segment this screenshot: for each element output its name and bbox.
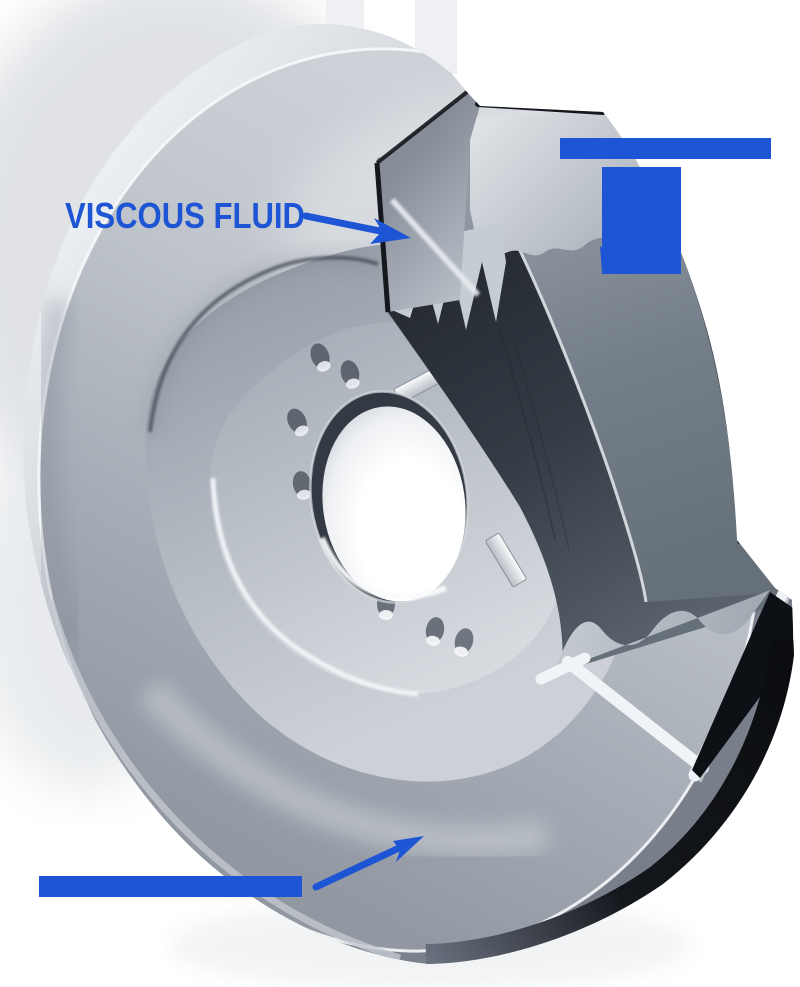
top-right-arrowhead bbox=[600, 246, 617, 272]
channel-shadow bbox=[692, 592, 793, 778]
viscous-fluid-lower bbox=[556, 590, 770, 670]
face-left-shade bbox=[31, 297, 88, 654]
bolt-hole bbox=[425, 617, 445, 646]
redacted-label-top-right-block bbox=[602, 167, 681, 274]
hub-lug bbox=[485, 532, 527, 588]
bore-rim-highlight bbox=[319, 536, 448, 600]
cut-gap-line bbox=[375, 90, 469, 165]
lower-left-rim-edge bbox=[46, 599, 401, 962]
center-bore bbox=[309, 390, 469, 604]
ring-machining-line bbox=[513, 339, 570, 551]
outer-rim-shadow bbox=[425, 637, 795, 965]
ring-machining-line bbox=[499, 329, 556, 541]
face-inner-edge-shadow bbox=[143, 250, 381, 433]
bottom-left-arrow bbox=[312, 836, 424, 891]
annotations: VISCOUS FLUID bbox=[39, 138, 771, 897]
bolt-hole bbox=[310, 343, 331, 372]
bolt-hole bbox=[287, 408, 309, 437]
channel-ledge bbox=[535, 652, 591, 685]
cut-face-highlight bbox=[389, 197, 481, 298]
inertia-ring-edge-highlight bbox=[506, 225, 648, 603]
viscous-fluid-label: VISCOUS FLUID bbox=[65, 195, 305, 236]
bottom-cut-channel bbox=[535, 583, 793, 783]
face-lower-sheen bbox=[138, 679, 548, 857]
redacted-label-top-right-bar bbox=[560, 138, 771, 159]
channel-floor bbox=[562, 656, 709, 774]
inertia-ring bbox=[388, 226, 758, 670]
viscous-fluid-arrow bbox=[302, 212, 411, 244]
redacted-label-bottom-left-bar bbox=[39, 876, 302, 897]
bolt-hole bbox=[292, 471, 312, 500]
hub-flange-edge-highlight bbox=[210, 477, 419, 697]
bolt-hole bbox=[454, 628, 474, 657]
bolt-hole bbox=[340, 360, 360, 389]
